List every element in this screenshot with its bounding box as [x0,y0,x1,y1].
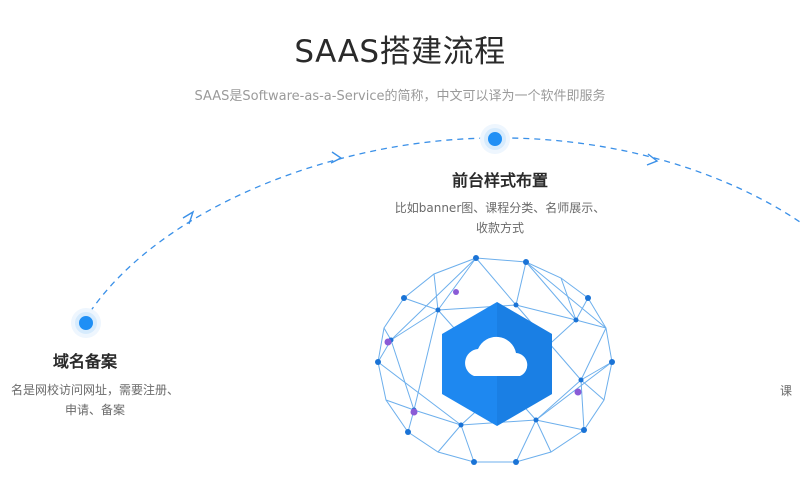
step-dot-domain [75,312,97,334]
step-desc-partial: 课 [780,384,793,398]
step-desc-line: 收款方式 [475,221,524,235]
step-desc-domain: 名是网校访问网址，需要注册、 申请、备案 [0,380,190,420]
cloud-icon [465,336,528,376]
arrow-icon [646,153,659,166]
step-desc-line: 比如banner图、课程分类、名师展示、 [394,201,606,215]
step-desc-frontend: 比如banner图、课程分类、名师展示、 收款方式 [360,198,640,238]
step-desc-line: 名是网校访问网址，需要注册、 [10,383,179,397]
step-desc-line: 申请、备案 [64,403,125,417]
arrow-icon [330,151,343,164]
step-title-domain: 域名备案 [52,352,117,371]
arrow-icon [182,210,195,225]
step-dot-frontend [484,128,506,150]
page-subtitle: SAAS是Software-as-a-Service的简称，中文可以译为一个软件… [194,89,606,104]
step-title-frontend: 前台样式布置 [451,171,548,190]
network-globe [375,255,615,465]
page-title: SAAS搭建流程 [294,34,506,70]
